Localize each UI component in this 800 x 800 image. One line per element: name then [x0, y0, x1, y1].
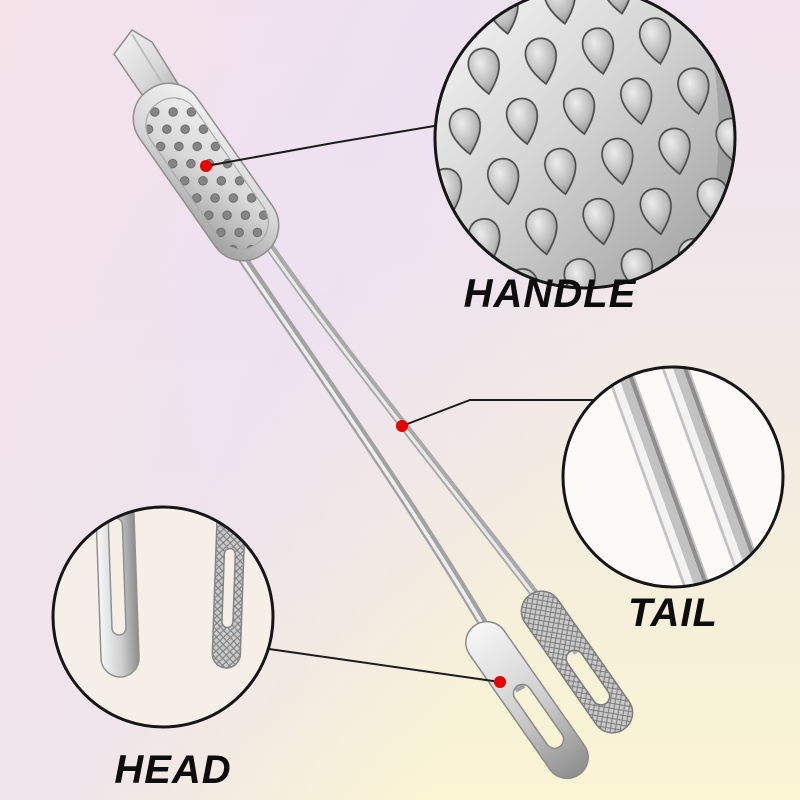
- marker-dot-tail: [396, 420, 408, 432]
- label-tail: TAIL: [628, 591, 718, 635]
- callout-circle-tail: [561, 365, 785, 589]
- marker-dot-head: [494, 676, 506, 688]
- label-head: HEAD: [114, 748, 232, 792]
- handle-zoom-ring: [433, 0, 737, 290]
- tong-back-tip: [520, 590, 634, 734]
- tong-front-tip: [465, 620, 589, 780]
- marker-dot-handle: [200, 160, 212, 172]
- tongs-product: [113, 29, 634, 780]
- callout-circle-handle: [433, 0, 737, 290]
- callout-circle-head: [51, 505, 275, 729]
- connector-line-handle: [205, 124, 441, 167]
- connector-lines: [205, 124, 600, 683]
- head-zoom-tips: [53, 507, 273, 727]
- marker-dots: [200, 160, 506, 688]
- connector-line-head: [261, 647, 501, 683]
- connector-line-tail: [401, 399, 600, 427]
- head-zoom-ring: [51, 505, 275, 729]
- label-handle: HANDLE: [463, 272, 637, 316]
- tail-zoom-rods: [563, 367, 783, 587]
- tail-zoom-ring: [561, 365, 785, 589]
- handle-zoom-texture: [435, 0, 735, 288]
